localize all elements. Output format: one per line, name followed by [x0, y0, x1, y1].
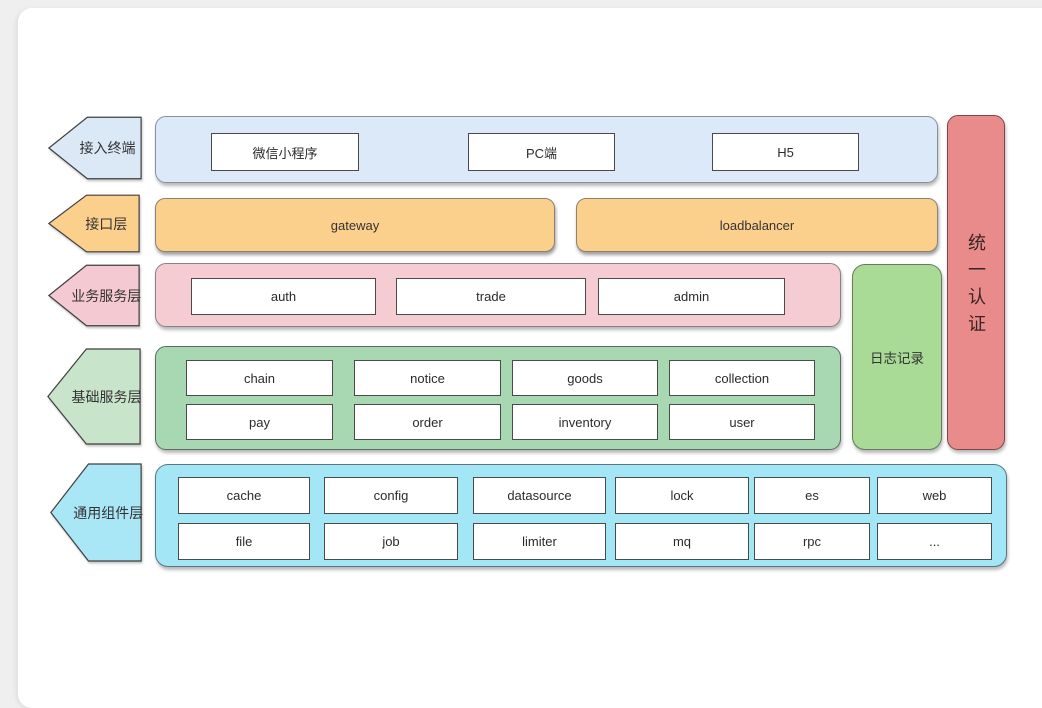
node-lock: lock — [615, 477, 749, 514]
node-ellipsis: ... — [877, 523, 992, 560]
node-pc: PC端 — [468, 133, 615, 171]
component-layer-container: cache config datasource lock es web file… — [155, 464, 1007, 567]
node-trade: trade — [396, 278, 586, 315]
node-order: order — [354, 404, 501, 440]
left-arrow-shape-icon — [47, 264, 141, 327]
log-record-label: 日志记录 — [870, 351, 924, 366]
layer-label-base: 基础服务层 — [71, 388, 142, 405]
log-record-box: 日志记录 — [852, 264, 942, 450]
node-gateway: gateway — [155, 198, 555, 252]
node-collection: collection — [669, 360, 815, 396]
node-pay: pay — [186, 404, 333, 440]
business-layer-container: auth trade admin — [155, 263, 841, 327]
layer-label-business: 业务服务层 — [71, 287, 142, 304]
node-chain: chain — [186, 360, 333, 396]
unified-auth-label: 统一认证 — [966, 233, 986, 341]
node-datasource: datasource — [473, 477, 606, 514]
layer-arrow-interface: 接口层 — [47, 194, 141, 253]
node-es: es — [754, 477, 870, 514]
left-arrow-shape-icon — [47, 194, 141, 253]
node-rpc: rpc — [754, 523, 870, 560]
node-web: web — [877, 477, 992, 514]
node-goods: goods — [512, 360, 658, 396]
left-arrow-shape-icon — [49, 462, 143, 563]
layer-arrow-business: 业务服务层 — [47, 264, 141, 327]
left-arrow-shape-icon — [47, 116, 143, 180]
layer-arrow-base: 基础服务层 — [46, 347, 142, 446]
node-user: user — [669, 404, 815, 440]
node-h5: H5 — [712, 133, 859, 171]
node-loadbalancer: loadbalancer — [576, 198, 938, 252]
node-notice: notice — [354, 360, 501, 396]
node-config: config — [324, 477, 458, 514]
architecture-diagram: 接入终端 接口层 业务服务层 基础服务层 通用组件层 微信小程序 PC端 H5 … — [18, 8, 1042, 708]
node-auth: auth — [191, 278, 376, 315]
node-mq: mq — [615, 523, 749, 560]
layer-label-component: 通用组件层 — [73, 504, 144, 521]
unified-auth-bar: 统一认证 — [947, 115, 1005, 450]
base-layer-container: chain notice goods collection pay order … — [155, 346, 841, 450]
layer-arrow-terminal: 接入终端 — [47, 116, 143, 180]
left-arrow-shape-icon — [46, 347, 142, 446]
node-limiter: limiter — [473, 523, 606, 560]
node-file: file — [178, 523, 310, 560]
terminal-layer-container: 微信小程序 PC端 H5 — [155, 116, 938, 183]
node-cache: cache — [178, 477, 310, 514]
layer-label-terminal: 接入终端 — [79, 140, 136, 156]
layer-label-interface: 接口层 — [85, 215, 128, 232]
node-job: job — [324, 523, 458, 560]
node-inventory: inventory — [512, 404, 658, 440]
layer-arrow-component: 通用组件层 — [49, 462, 143, 563]
node-admin: admin — [598, 278, 785, 315]
node-wechat-miniprogram: 微信小程序 — [211, 133, 359, 171]
